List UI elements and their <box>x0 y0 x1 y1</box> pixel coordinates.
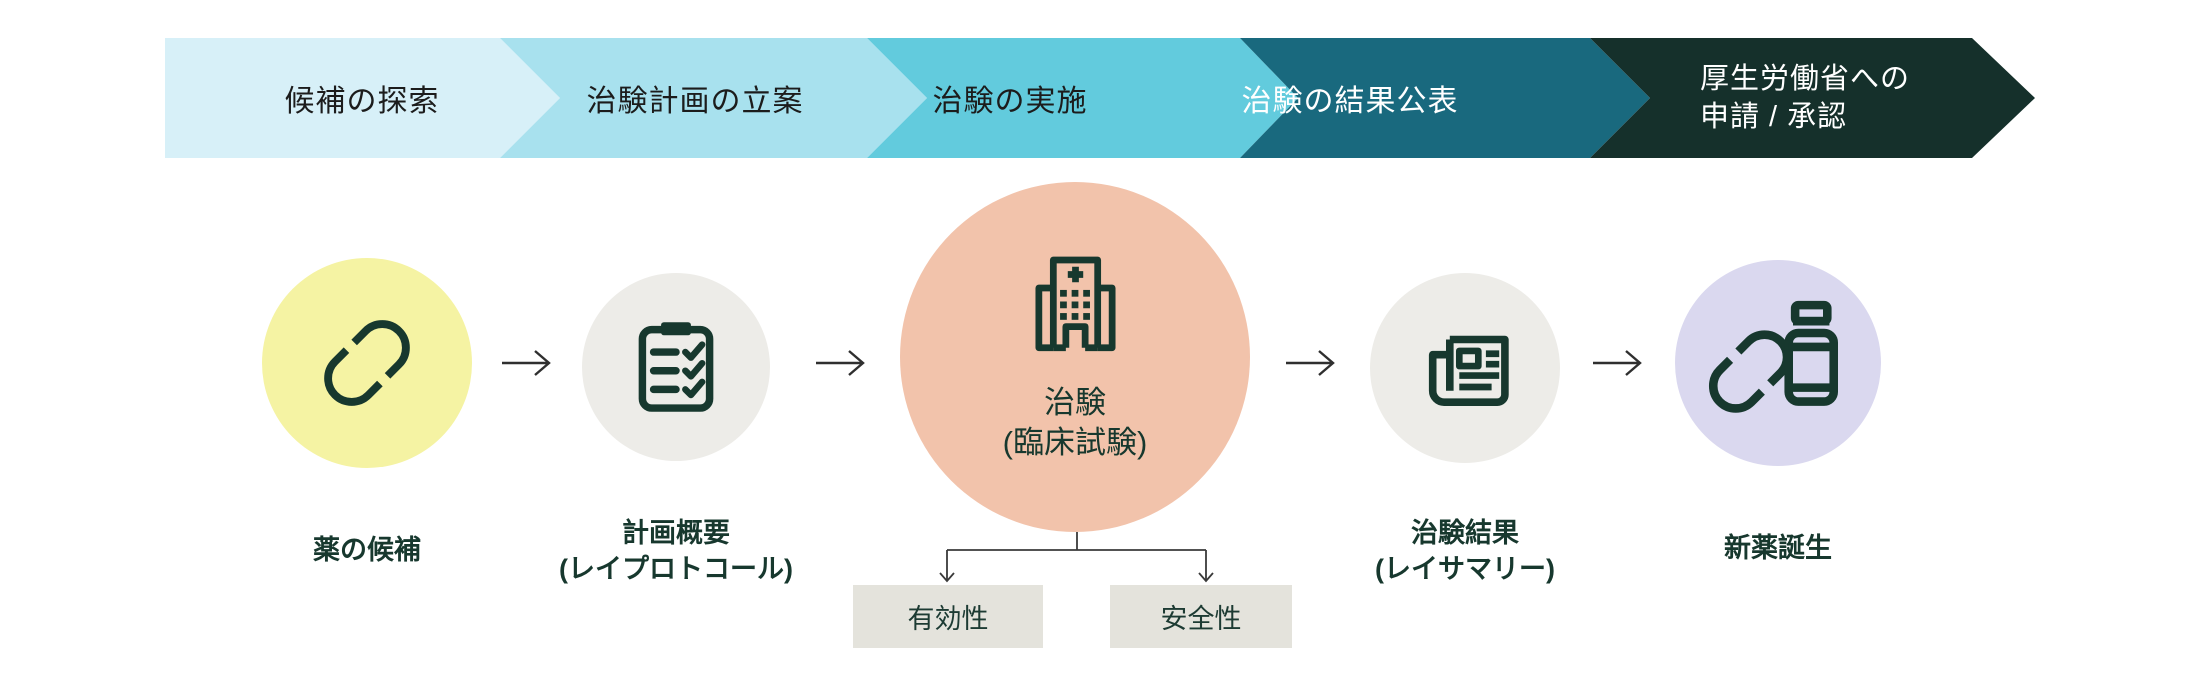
clinical-trial-title: 治験 <box>1044 385 1106 420</box>
trial-results-label-line1: 治験結果 <box>1411 518 1519 548</box>
plan-summary-label-line1: 計画概要 <box>622 518 730 548</box>
chevron-step-4 <box>1240 38 1650 158</box>
efficacy-box: 有効性 <box>853 585 1043 648</box>
new-drug-circle <box>1675 260 1881 466</box>
chevron-step-5 <box>1590 38 2035 158</box>
flow-arrow-icon <box>1593 350 1642 376</box>
chevron-step-2-label: 治験計画の立案 <box>586 85 804 118</box>
drug-candidate-label: 薬の候補 <box>313 535 421 565</box>
chevron-step-3 <box>867 38 1298 158</box>
trial-results-circle <box>1370 273 1560 463</box>
chevron-step-4-label: 治験の結果公表 <box>1241 85 1459 118</box>
new-drug-label: 新薬誕生 <box>1724 533 1832 563</box>
safety-box: 安全性 <box>1110 585 1292 648</box>
process-banner: 候補の探索 治験計画の立案 治験の実施 治験の結果公表 厚生労働省への 申請 /… <box>0 38 2200 158</box>
connector-lines <box>939 532 1214 583</box>
chevron-step-1 <box>165 38 560 158</box>
flow-arrow-icon <box>1286 350 1335 376</box>
plan-summary-label-line2: (レイプロトコール) <box>559 554 793 584</box>
checklist-icon <box>638 322 714 412</box>
pill-bottle-icon <box>1708 300 1838 413</box>
chevron-step-5-label-line1: 厚生労働省への <box>1700 63 1911 95</box>
chevron-step-1-label: 候補の探索 <box>284 85 440 118</box>
chevron-step-5-label-line2: 申請 / 承認 <box>1700 101 1848 133</box>
pill-icon <box>324 320 410 406</box>
safety-box-label: 安全性 <box>1160 604 1242 634</box>
newspaper-icon <box>1428 335 1509 406</box>
plan-summary-circle <box>582 273 770 461</box>
drug-candidate-circle <box>262 258 472 468</box>
plan-summary-label: 計画概要 (レイプロトコール) <box>516 515 836 587</box>
flow-arrow-icon <box>816 350 865 376</box>
trial-results-label: 治験結果 (レイサマリー) <box>1305 515 1625 587</box>
chevron-step-5-label: 厚生労働省への 申請 / 承認 <box>1700 38 1910 158</box>
clinical-trial-circle: 治験 (臨床試験) <box>900 182 1250 532</box>
chevron-step-2 <box>500 38 927 158</box>
flow-arrow-icon <box>502 350 551 376</box>
clinical-trial-subtitle: (臨床試験) <box>1002 425 1148 460</box>
hospital-icon <box>1034 256 1116 352</box>
efficacy-box-label: 有効性 <box>907 604 989 634</box>
trial-results-label-line2: (レイサマリー) <box>1375 554 1555 584</box>
chevron-step-3-label: 治験の実施 <box>932 85 1088 118</box>
